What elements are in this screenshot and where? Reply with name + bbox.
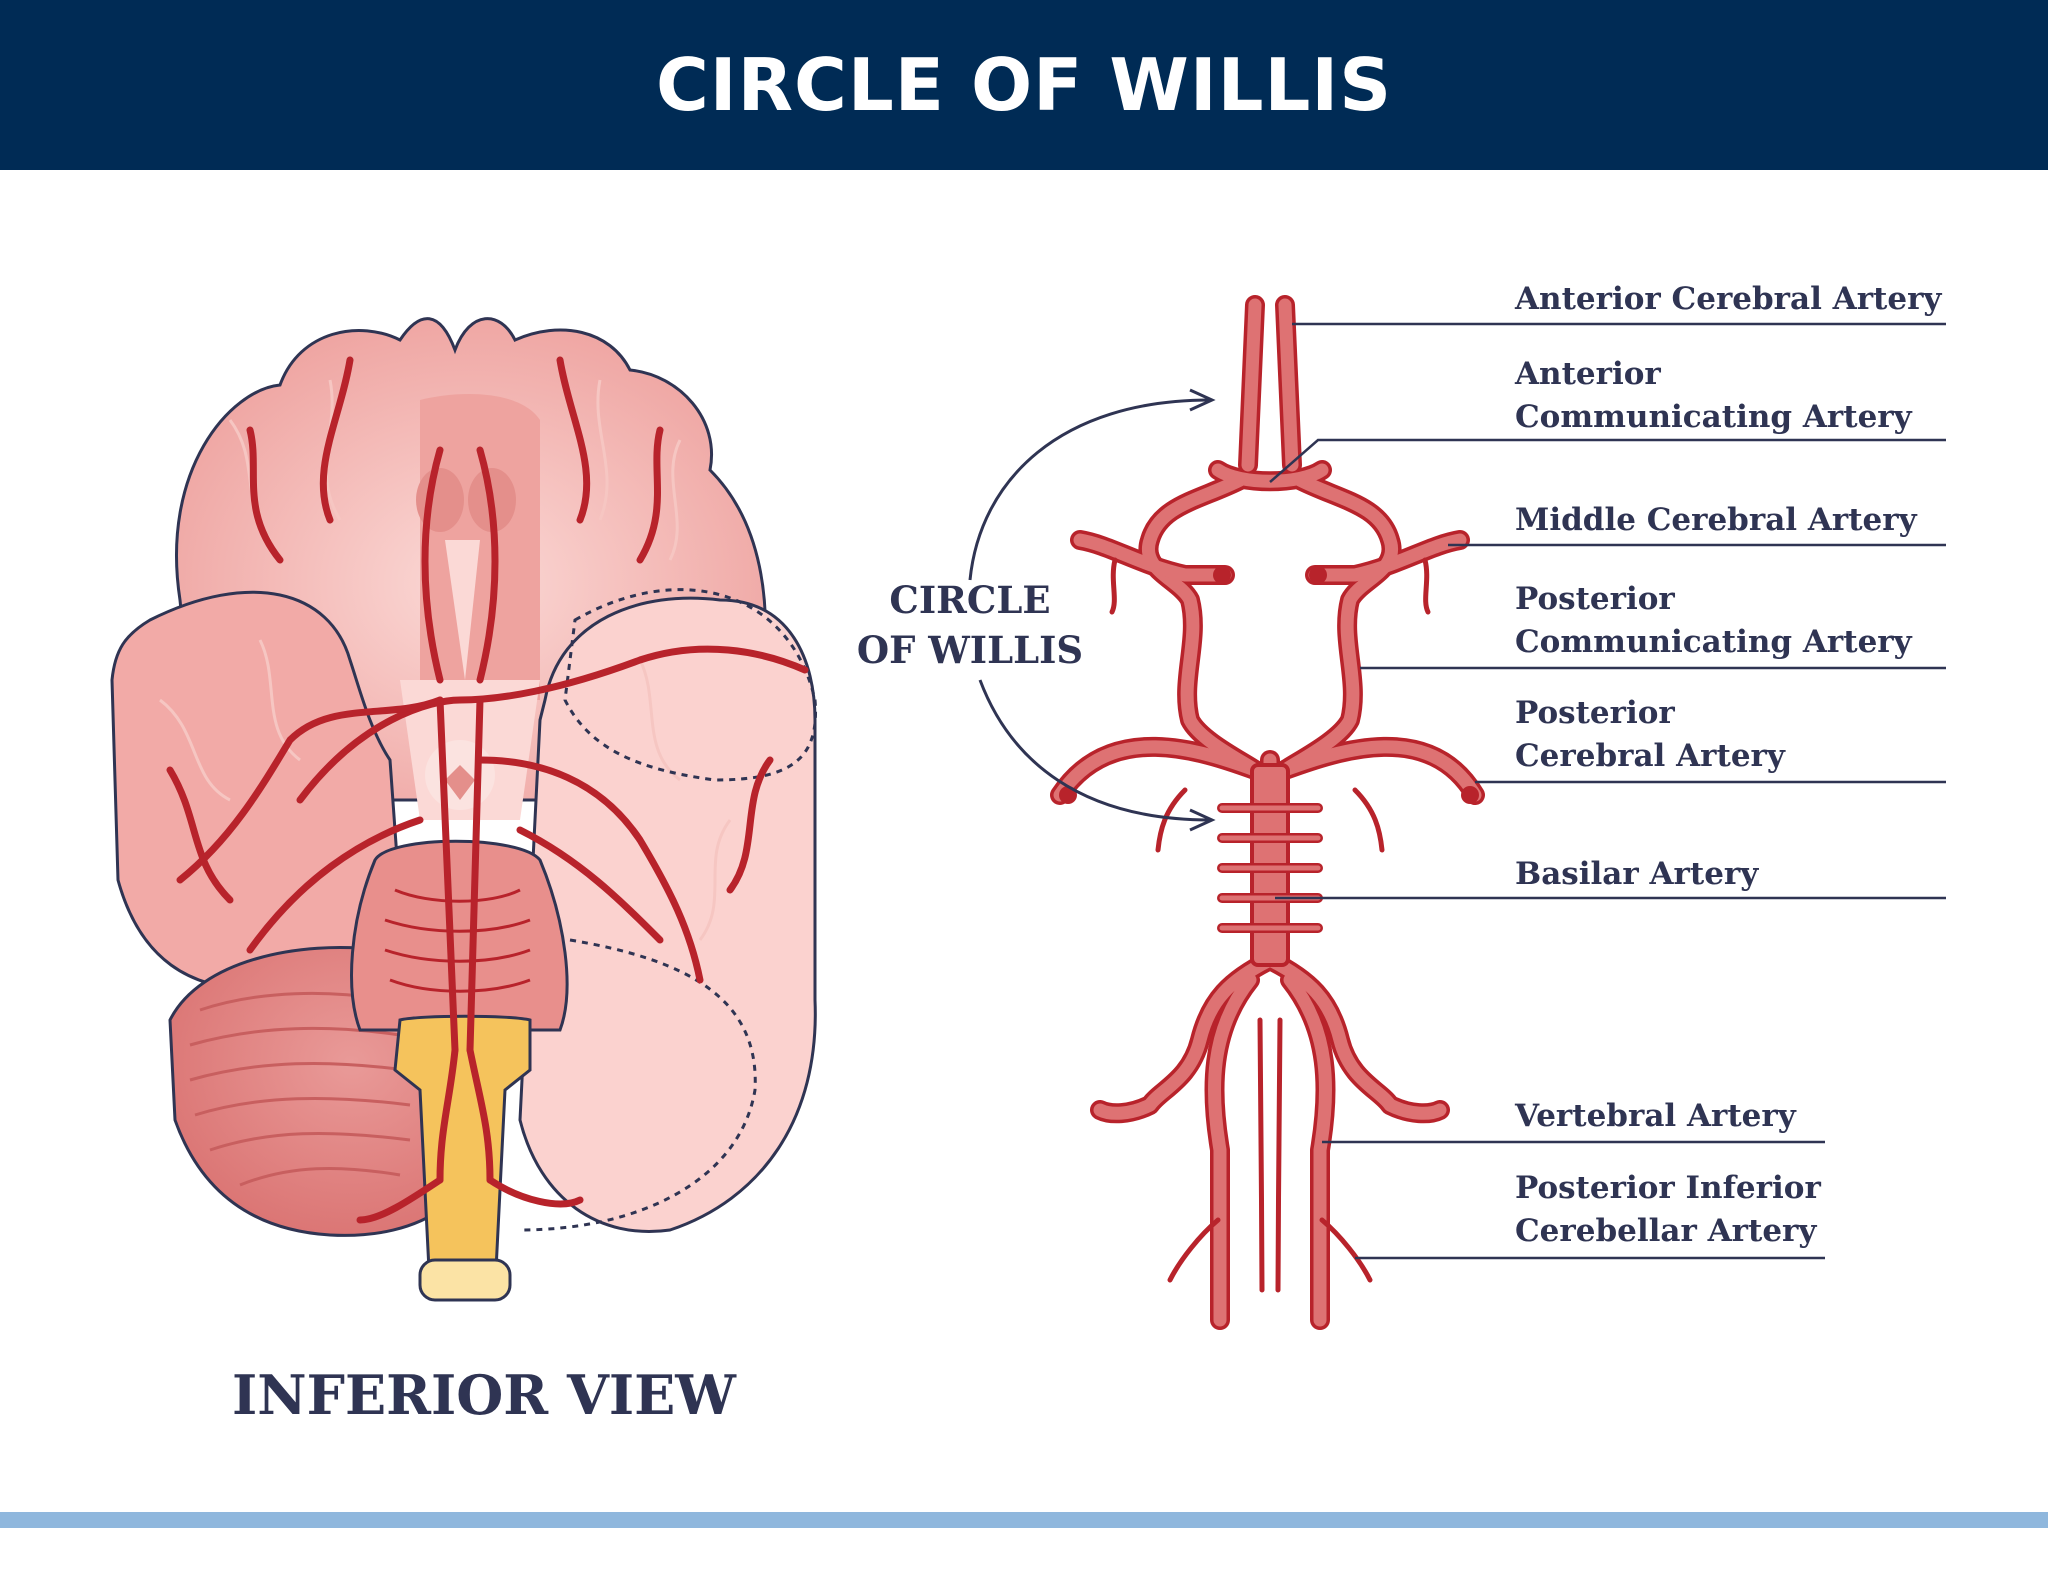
label-line: Cerebellar Artery xyxy=(1515,1210,1821,1253)
label-line: Vertebral Artery xyxy=(1515,1095,1796,1138)
label-basilar-artery: Basilar Artery xyxy=(1515,853,1758,896)
label-line: Posterior Inferior xyxy=(1515,1167,1821,1210)
label-middle-cerebral-artery: Middle Cerebral Artery xyxy=(1515,499,1917,542)
circle-of-willis-artery-diagram xyxy=(1059,305,1479,1320)
center-label-line-2: OF WILLIS xyxy=(840,625,1100,675)
leader-acom xyxy=(1270,440,1946,482)
label-line: Posterior xyxy=(1515,692,1785,735)
label-line: Basilar Artery xyxy=(1515,853,1758,896)
label-line: Cerebral Artery xyxy=(1515,735,1785,778)
pons xyxy=(352,841,567,1030)
label-line: Posterior xyxy=(1515,578,1912,621)
label-anterior-communicating-artery: Anterior Communicating Artery xyxy=(1515,353,1912,439)
right-temporal-lobe xyxy=(520,598,815,1231)
label-vertebral-artery: Vertebral Artery xyxy=(1515,1095,1796,1138)
label-posterior-inferior-cerebellar-artery: Posterior Inferior Cerebellar Artery xyxy=(1515,1167,1821,1253)
midline-structures xyxy=(400,394,540,820)
inferior-view-label: INFERIOR VIEW xyxy=(232,1363,736,1427)
label-posterior-cerebral-artery: Posterior Cerebral Artery xyxy=(1515,692,1785,778)
label-line: Communicating Artery xyxy=(1515,396,1912,439)
footer-bar xyxy=(0,1512,2048,1528)
center-label-line-1: CIRCLE xyxy=(840,575,1100,625)
spinal-cord-stump xyxy=(420,1260,510,1300)
label-line: Anterior Cerebral Artery xyxy=(1515,278,1941,321)
label-posterior-communicating-artery: Posterior Communicating Artery xyxy=(1515,578,1912,664)
label-line: Communicating Artery xyxy=(1515,621,1912,664)
circle-of-willis-label: CIRCLE OF WILLIS xyxy=(840,575,1100,675)
label-anterior-cerebral-artery: Anterior Cerebral Artery xyxy=(1515,278,1941,321)
label-line: Middle Cerebral Artery xyxy=(1515,499,1917,542)
label-line: Anterior xyxy=(1515,353,1912,396)
brain-inferior-illustration xyxy=(112,319,816,1300)
